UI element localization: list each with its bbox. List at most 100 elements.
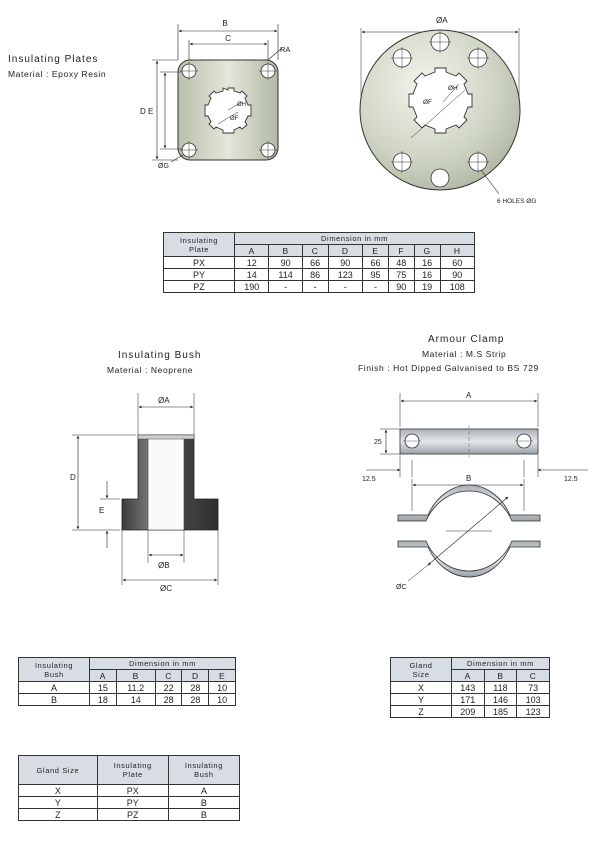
dim-c-label: C bbox=[225, 34, 231, 43]
cell: 90 bbox=[387, 280, 415, 293]
cell: 209 bbox=[451, 705, 485, 718]
cell: 66 bbox=[362, 256, 389, 269]
bush-col: A bbox=[89, 669, 117, 682]
plates-col: B bbox=[268, 244, 303, 257]
bush-col: D bbox=[181, 669, 210, 682]
plates-col: G bbox=[413, 244, 441, 257]
cell: 90 bbox=[439, 268, 476, 281]
cell: 73 bbox=[516, 681, 550, 694]
cell: 90 bbox=[327, 256, 364, 269]
cell: 10 bbox=[208, 681, 236, 694]
bush-col: C bbox=[154, 669, 183, 682]
round-a-label: ØA bbox=[436, 16, 448, 25]
dim-b-label: B bbox=[222, 19, 227, 28]
round-h-label: ØH bbox=[448, 85, 458, 92]
cell: 114 bbox=[268, 268, 303, 281]
row-name: Y bbox=[390, 693, 452, 706]
table-row: Z PZ B bbox=[18, 808, 241, 821]
cell: 123 bbox=[327, 268, 364, 281]
cell: 28 bbox=[154, 693, 183, 706]
table-row: B 18 14 28 28 10 bbox=[18, 693, 236, 706]
plates-table-corner: Insulating Plate bbox=[163, 232, 235, 257]
round-holes-label: 6 HOLES ØG bbox=[497, 198, 536, 205]
table-row: Z 209 185 123 bbox=[390, 705, 550, 718]
clamp-table-corner: Gland Size bbox=[390, 657, 452, 682]
cell: 14 bbox=[233, 268, 270, 281]
cell: 171 bbox=[451, 693, 485, 706]
clamp-a-label: A bbox=[466, 391, 472, 400]
plate-f-label: ØF bbox=[230, 116, 239, 122]
plates-col: D bbox=[327, 244, 364, 257]
bush-col: E bbox=[208, 669, 236, 682]
bush-title: Insulating Bush bbox=[118, 350, 202, 361]
square-plate-drawing: B C RA D E ØH ØF ØG bbox=[140, 19, 290, 170]
plates-col: C bbox=[301, 244, 329, 257]
cell: 14 bbox=[115, 693, 156, 706]
row-name: PX bbox=[163, 256, 235, 269]
cell: 118 bbox=[483, 681, 518, 694]
cell: X bbox=[18, 784, 98, 797]
clamp-b-label: B bbox=[466, 474, 471, 483]
table-row: X 143 118 73 bbox=[390, 681, 550, 694]
cell: 108 bbox=[439, 280, 476, 293]
cell: 66 bbox=[301, 256, 329, 269]
cell: 15 bbox=[89, 681, 117, 694]
cell: - bbox=[327, 280, 364, 293]
cell: 16 bbox=[413, 256, 441, 269]
clamp-table: Gland Size Dimension in mm A B C X 143 1… bbox=[390, 657, 550, 718]
cell: 90 bbox=[268, 256, 303, 269]
cell: 143 bbox=[451, 681, 485, 694]
bush-table: Insulating Bush Dimension in mm A B C D … bbox=[18, 657, 236, 706]
clamp-title: Armour Clamp bbox=[428, 334, 505, 345]
cell: 146 bbox=[483, 693, 518, 706]
clamp-finish: Finish : Hot Dipped Galvanised to BS 729 bbox=[358, 363, 539, 373]
table-row: X PX A bbox=[18, 784, 241, 797]
cell: 48 bbox=[387, 256, 415, 269]
cell: A bbox=[167, 784, 241, 797]
dim-ra-label: RA bbox=[280, 45, 290, 54]
plate-g-label: ØG bbox=[158, 163, 169, 170]
bush-table-group: Dimension in mm bbox=[89, 657, 236, 670]
cell: B bbox=[167, 808, 241, 821]
round-f-label: ØF bbox=[423, 99, 432, 106]
gland-header: Gland Size bbox=[18, 755, 98, 785]
row-name: B bbox=[18, 693, 90, 706]
cell: 19 bbox=[413, 280, 441, 293]
cell: 86 bbox=[301, 268, 329, 281]
clamp-w2-label: 12.5 bbox=[564, 476, 578, 483]
row-name: Z bbox=[390, 705, 452, 718]
cell: 12 bbox=[233, 256, 270, 269]
cell: 95 bbox=[362, 268, 389, 281]
clamp-drawing: A 25 12.5 12.5 B ØC bbox=[362, 391, 588, 591]
cell: PY bbox=[96, 796, 169, 809]
table-row: PX 12 90 66 90 66 48 16 60 bbox=[163, 256, 476, 269]
cell: 28 bbox=[181, 693, 210, 706]
plates-material: Material : Epoxy Resin bbox=[8, 69, 107, 79]
plates-col: H bbox=[439, 244, 476, 257]
bush-d-label: D bbox=[70, 473, 76, 482]
gland-header: Insulating Plate bbox=[96, 755, 169, 785]
plates-col: E bbox=[362, 244, 389, 257]
cell: 103 bbox=[516, 693, 550, 706]
gland-table: Gland Size Insulating Plate Insulating B… bbox=[18, 755, 241, 821]
cell: Z bbox=[18, 808, 98, 821]
dim-d-label: D bbox=[140, 107, 146, 116]
table-row: Y 171 146 103 bbox=[390, 693, 550, 706]
plates-table: Insulating Plate Dimension in mm A B C D… bbox=[163, 232, 476, 293]
bush-material: Material : Neoprene bbox=[107, 365, 194, 375]
plates-col: F bbox=[387, 244, 415, 257]
cell: 60 bbox=[439, 256, 476, 269]
cell: - bbox=[362, 280, 389, 293]
cell: 16 bbox=[413, 268, 441, 281]
bush-a-label: ØA bbox=[158, 396, 170, 405]
row-name: PZ bbox=[163, 280, 235, 293]
cell: - bbox=[268, 280, 303, 293]
table-row: PY 14 114 86 123 95 75 16 90 bbox=[163, 268, 476, 281]
clamp-w1-label: 12.5 bbox=[362, 476, 376, 483]
clamp-col: A bbox=[451, 669, 485, 682]
cell: 190 bbox=[233, 280, 270, 293]
cell: B bbox=[167, 796, 241, 809]
cell: 75 bbox=[387, 268, 415, 281]
clamp-col: B bbox=[483, 669, 518, 682]
clamp-col: C bbox=[516, 669, 550, 682]
